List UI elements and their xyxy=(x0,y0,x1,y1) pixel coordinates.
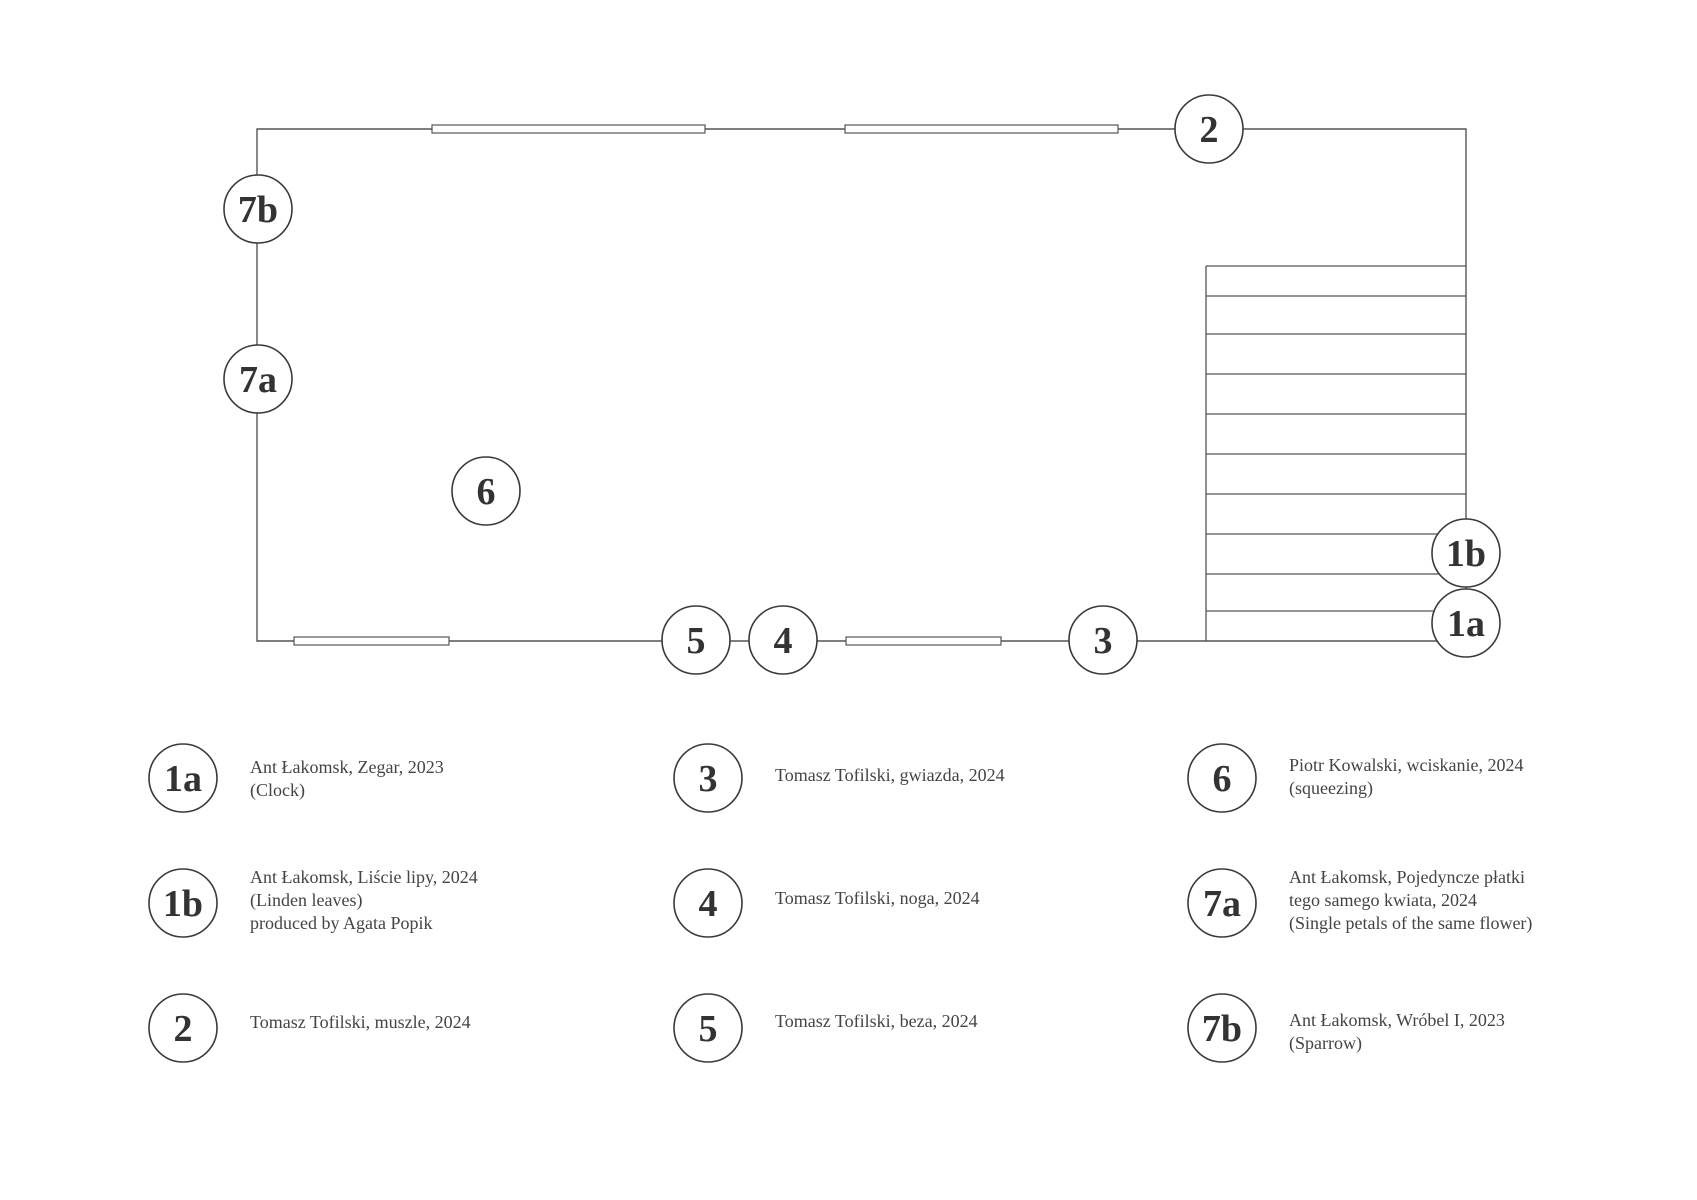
plan-marker-6: 6 xyxy=(451,456,521,526)
legend-marker-7a: 7a xyxy=(1187,868,1257,938)
marker-circle xyxy=(1174,94,1244,164)
plan-marker-3: 3 xyxy=(1068,605,1138,675)
marker-label: 4 xyxy=(699,883,718,925)
marker-label: 1a xyxy=(164,758,202,800)
plan-marker-7b: 7b xyxy=(223,174,293,244)
legend-line: (Clock) xyxy=(250,780,305,800)
plan-marker-5: 5 xyxy=(661,605,731,675)
legend-text-7b: Ant Łakomsk, Wróbel I, 2023 (Sparrow) xyxy=(1289,1009,1505,1055)
marker-label: 7a xyxy=(239,359,277,401)
legend-line: produced by Agata Popik xyxy=(250,913,433,933)
legend-line: Ant Łakomsk, Wróbel I, 2023 xyxy=(1289,1010,1505,1030)
legend-line: (squeezing) xyxy=(1289,778,1373,798)
window-top-right xyxy=(844,124,1119,134)
marker-label: 4 xyxy=(774,620,793,662)
marker-label: 6 xyxy=(477,471,496,513)
marker-circle xyxy=(748,605,818,675)
marker-label: 1b xyxy=(1446,533,1486,575)
marker-label: 5 xyxy=(699,1008,718,1050)
legend-line: (Single petals of the same flower) xyxy=(1289,913,1533,933)
room-wall-left-top xyxy=(1178,128,1467,540)
legend-line: Ant Łakomsk, Pojedyncze płatki xyxy=(1289,867,1525,887)
legend-marker-1b: 1b xyxy=(148,868,218,938)
legend-line: (Sparrow) xyxy=(1289,1033,1362,1053)
legend-line: Piotr Kowalski, wciskanie, 2024 xyxy=(1289,755,1524,775)
legend-text-1a: Ant Łakomsk, Zegar, 2023 (Clock) xyxy=(250,756,444,802)
room-wall-outline xyxy=(256,128,1467,642)
marker-circle xyxy=(1187,993,1257,1063)
marker-circle xyxy=(148,868,218,938)
marker-label: 7b xyxy=(238,189,278,231)
legend-marker-6: 6 xyxy=(1187,743,1257,813)
marker-label: 3 xyxy=(1094,620,1113,662)
marker-label: 1b xyxy=(163,883,203,925)
marker-circle xyxy=(1431,588,1501,658)
marker-circle xyxy=(148,743,218,813)
marker-label: 2 xyxy=(174,1008,193,1050)
legend-line: tego samego kwiata, 2024 xyxy=(1289,890,1477,910)
marker-circle xyxy=(673,868,743,938)
plan-marker-2: 2 xyxy=(1174,94,1244,164)
marker-circle xyxy=(223,344,293,414)
staircase xyxy=(1205,265,1466,641)
legend-marker-2: 2 xyxy=(148,993,218,1063)
legend-marker-1a: 1a xyxy=(148,743,218,813)
legend-line: (Linden leaves) xyxy=(250,890,363,910)
legend-text-4: Tomasz Tofilski, noga, 2024 xyxy=(775,887,980,910)
legend-marker-4: 4 xyxy=(673,868,743,938)
marker-label: 5 xyxy=(687,620,706,662)
plan-marker-4: 4 xyxy=(748,605,818,675)
legend-line: Ant Łakomsk, Liście lipy, 2024 xyxy=(250,867,478,887)
marker-label: 7b xyxy=(1202,1008,1242,1050)
legend-line: Tomasz Tofilski, noga, 2024 xyxy=(775,888,980,908)
legend-line: Tomasz Tofilski, muszle, 2024 xyxy=(250,1012,471,1032)
marker-label: 2 xyxy=(1200,109,1219,151)
legend-line: Ant Łakomsk, Zegar, 2023 xyxy=(250,757,444,777)
marker-circle xyxy=(1431,518,1501,588)
marker-label: 7a xyxy=(1203,883,1241,925)
marker-circle xyxy=(223,174,293,244)
legend-text-6: Piotr Kowalski, wciskanie, 2024 (squeezi… xyxy=(1289,754,1523,800)
legend-text-5: Tomasz Tofilski, beza, 2024 xyxy=(775,1010,978,1033)
marker-label: 1a xyxy=(1447,603,1485,645)
legend-text-1b: Ant Łakomsk, Liście lipy, 2024 (Linden l… xyxy=(250,866,478,935)
legend-text-7a: Ant Łakomsk, Pojedyncze płatki tego same… xyxy=(1289,866,1532,935)
marker-label: 6 xyxy=(1213,758,1232,800)
legend-line: Tomasz Tofilski, gwiazda, 2024 xyxy=(775,765,1005,785)
marker-circle xyxy=(1068,605,1138,675)
legend-marker-3: 3 xyxy=(673,743,743,813)
legend-marker-7b: 7b xyxy=(1187,993,1257,1063)
marker-label: 3 xyxy=(699,758,718,800)
window-bottom-left xyxy=(293,636,450,646)
legend-line: Tomasz Tofilski, beza, 2024 xyxy=(775,1011,978,1031)
plan-marker-7a: 7a xyxy=(223,344,293,414)
marker-circle xyxy=(673,743,743,813)
legend-text-2: Tomasz Tofilski, muszle, 2024 xyxy=(250,1011,471,1034)
marker-circle xyxy=(673,993,743,1063)
legend-text-3: Tomasz Tofilski, gwiazda, 2024 xyxy=(775,764,1005,787)
legend-marker-5: 5 xyxy=(673,993,743,1063)
window-top-left xyxy=(431,124,706,134)
marker-circle xyxy=(1187,743,1257,813)
marker-circle xyxy=(148,993,218,1063)
plan-marker-1b: 1b xyxy=(1431,518,1501,588)
plan-marker-1a: 1a xyxy=(1431,588,1501,658)
marker-circle xyxy=(661,605,731,675)
window-bottom-center xyxy=(845,636,1002,646)
marker-circle xyxy=(451,456,521,526)
marker-circle xyxy=(1187,868,1257,938)
